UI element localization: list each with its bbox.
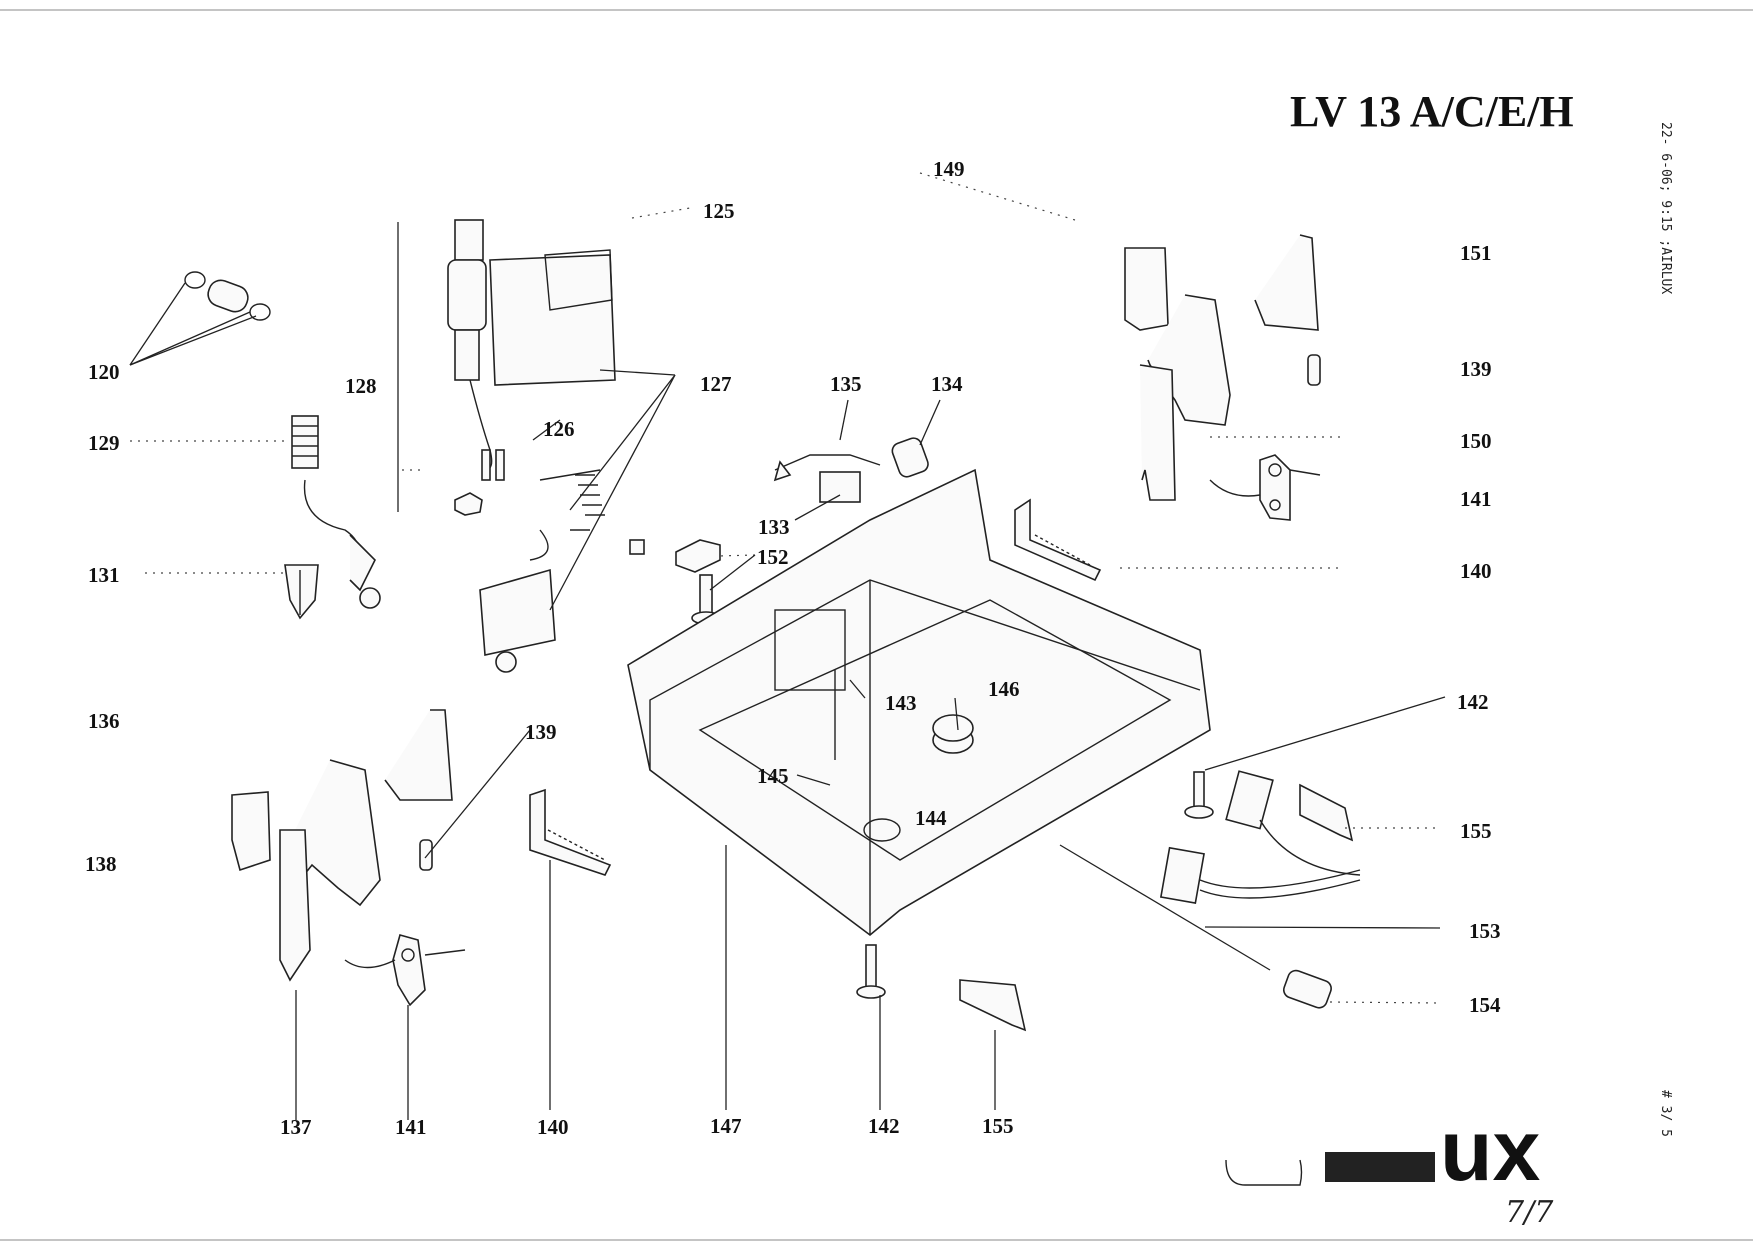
callout-135: 135 <box>830 372 862 396</box>
part-126-connector <box>454 449 505 516</box>
callout-144: 144 <box>915 806 947 830</box>
callout-129: 129 <box>88 431 120 455</box>
part-155-connector-right <box>1299 783 1354 842</box>
callout-125: 125 <box>703 199 735 223</box>
leader-lines <box>129 172 1446 1120</box>
part-142-screw-bottom <box>856 944 886 999</box>
part-140-right-bracket <box>1014 498 1102 582</box>
part-125-valve-assembly <box>447 219 616 471</box>
handwritten-note: 7/7 <box>1505 1195 1554 1230</box>
part-155-connector-bottom <box>959 979 1027 1032</box>
callout-134: 134 <box>931 372 963 396</box>
model-title: LV 13 A/C/E/H <box>1290 87 1574 136</box>
brand-logo-fragment: ux <box>1225 1103 1541 1199</box>
callout-138: 138 <box>85 852 117 876</box>
callout-136: 136 <box>88 709 120 733</box>
callout-154: 154 <box>1469 993 1501 1017</box>
part-142-screw-right <box>1184 771 1214 819</box>
callout-146: 146 <box>988 677 1020 701</box>
callout-128: 128 <box>345 374 377 398</box>
callout-139-left: 139 <box>525 720 557 744</box>
part-153-rod <box>1059 844 1271 971</box>
callout-139-right: 139 <box>1460 357 1492 381</box>
callout-155-bottom: 155 <box>982 1114 1014 1138</box>
callout-126: 126 <box>543 417 575 441</box>
callout-153: 153 <box>1469 919 1501 943</box>
part-120-hose-clamps <box>184 271 271 321</box>
callout-127: 127 <box>700 372 732 396</box>
part-left-hinge-assembly <box>231 709 466 1007</box>
brand-text: ux <box>1440 1103 1541 1199</box>
callout-155-right: 155 <box>1460 819 1492 843</box>
callout-141-right: 141 <box>1460 487 1492 511</box>
part-140-left-bracket <box>529 788 612 876</box>
part-151-hinge-assembly <box>1124 234 1321 521</box>
part-131-clip <box>284 564 319 620</box>
fax-header: 22- 6-06; 9:15 ;AIRLUX <box>1658 122 1673 294</box>
callout-120: 120 <box>88 360 120 384</box>
callout-149: 149 <box>933 157 965 181</box>
callout-141-bottom: 141 <box>395 1115 427 1139</box>
part-154-plug <box>1282 969 1332 1009</box>
part-133-135-pressure-switch <box>773 454 881 503</box>
callout-140-bottom: 140 <box>537 1115 569 1139</box>
part-147-base-tub <box>627 468 1211 937</box>
callout-137: 137 <box>280 1115 312 1139</box>
part-129-spring <box>291 415 381 609</box>
callout-142-bottom: 142 <box>868 1114 900 1138</box>
callout-142-right: 142 <box>1457 690 1489 714</box>
page-number: # 3/ 5 <box>1658 1090 1673 1137</box>
callout-147: 147 <box>710 1114 742 1138</box>
callout-151: 151 <box>1460 241 1492 265</box>
callout-150: 150 <box>1460 429 1492 453</box>
callout-131: 131 <box>88 563 120 587</box>
callout-152: 152 <box>757 545 789 569</box>
callout-143: 143 <box>885 691 917 715</box>
part-152-block-and-screw <box>675 539 721 625</box>
callout-140-right: 140 <box>1460 559 1492 583</box>
callout-145: 145 <box>757 764 789 788</box>
part-wiring-harness <box>1159 770 1361 905</box>
part-127-hose-and-bracket <box>479 469 645 673</box>
callout-133: 133 <box>758 515 790 539</box>
part-134-capacitor <box>891 437 929 478</box>
